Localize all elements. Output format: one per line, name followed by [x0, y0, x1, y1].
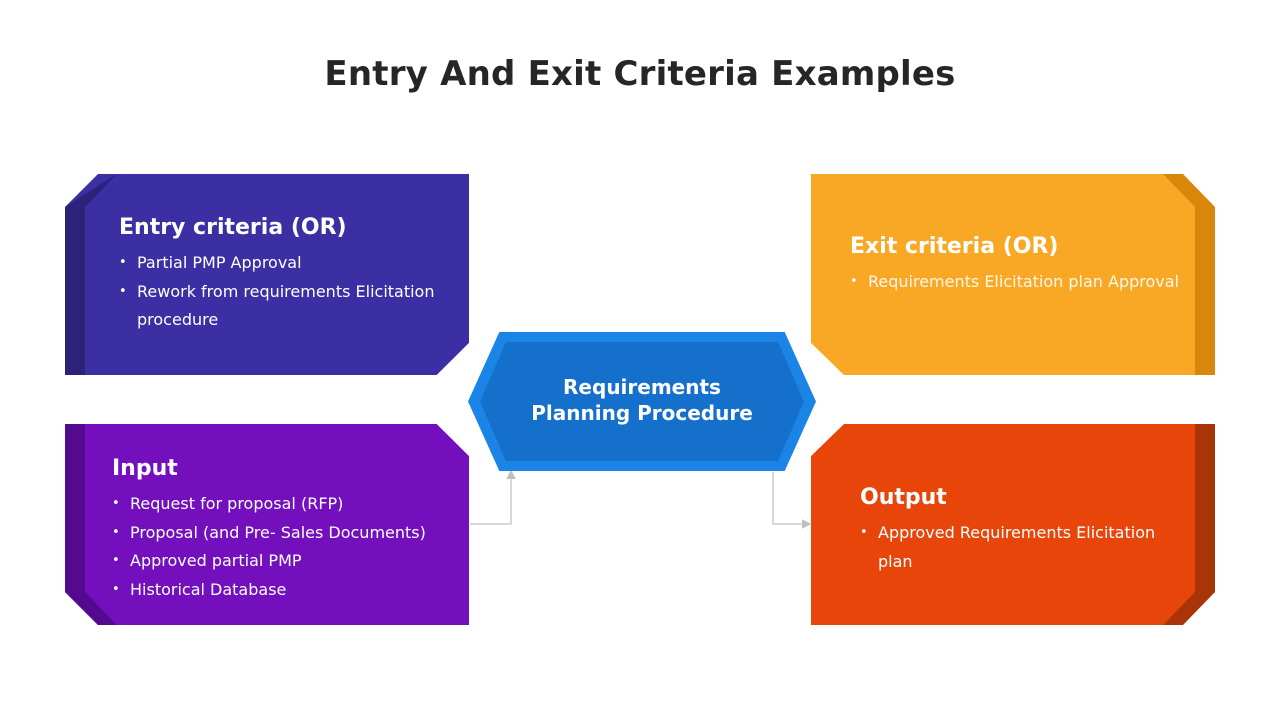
hexagon-inner	[480, 342, 804, 461]
hexagon-label-line2: Planning Procedure	[531, 401, 753, 425]
center-to-output-arrow	[772, 472, 812, 529]
list-item: Partial PMP Approval	[119, 249, 459, 278]
card-bullet-list: Approved Requirements Elicitation plan	[860, 519, 1190, 576]
card-heading: Entry criteria (OR)	[119, 215, 347, 240]
list-item: Requirements Elicitation plan Approval	[850, 268, 1180, 297]
entry-criteria-card: Entry criteria (OR) Partial PMP Approval…	[65, 174, 469, 375]
exit-criteria-card: Exit criteria (OR) Requirements Elicitat…	[811, 174, 1215, 375]
card-bullet-list: Requirements Elicitation plan Approval	[850, 268, 1180, 297]
list-item: Historical Database	[112, 576, 462, 605]
list-item: Proposal (and Pre- Sales Documents)	[112, 519, 462, 548]
list-item: Request for proposal (RFP)	[112, 490, 462, 519]
card-heading: Input	[112, 456, 178, 481]
hexagon-label: Requirements Planning Procedure	[508, 374, 776, 426]
card-bullet-list: Partial PMP Approval Rework from require…	[119, 249, 459, 335]
card-heading: Exit criteria (OR)	[850, 234, 1059, 259]
hexagon-label-line1: Requirements	[563, 375, 721, 399]
list-item: Approved partial PMP	[112, 547, 462, 576]
planning-procedure-hexagon: Requirements Planning Procedure	[468, 332, 816, 471]
output-card: Output Approved Requirements Elicitation…	[811, 424, 1215, 625]
input-to-center-arrow	[470, 469, 516, 525]
card-bullet-list: Request for proposal (RFP) Proposal (and…	[112, 490, 462, 604]
page-title: Entry And Exit Criteria Examples	[324, 54, 956, 94]
input-card: Input Request for proposal (RFP) Proposa…	[65, 424, 469, 625]
card-heading: Output	[860, 485, 947, 510]
list-item: Approved Requirements Elicitation plan	[860, 519, 1190, 576]
list-item: Rework from requirements Elicitation pro…	[119, 278, 459, 335]
